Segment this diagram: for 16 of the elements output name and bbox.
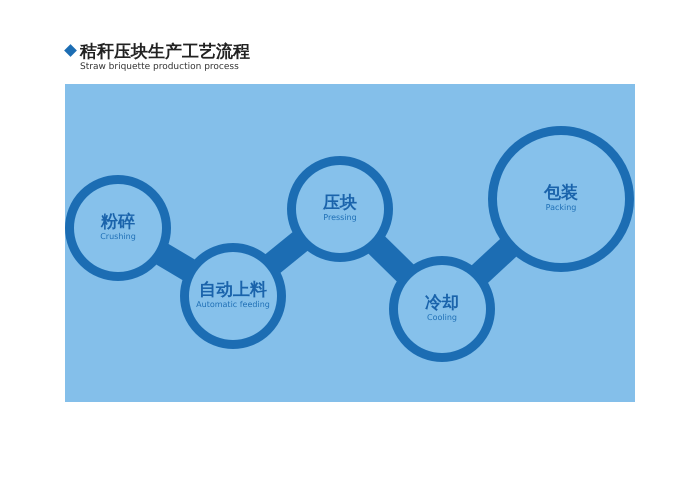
title: 秸秆压块生产工艺流程 [80, 41, 250, 62]
connector-band [156, 244, 196, 280]
step-label: 冷却 [425, 294, 459, 314]
step-english-label: Pressing [323, 213, 357, 224]
step-label: 包装 [544, 184, 578, 204]
connector-band [471, 238, 517, 284]
connector-band [368, 236, 414, 282]
step-english-label: Crushing [100, 232, 136, 243]
subtitle: Straw briquette production process [80, 62, 239, 72]
connector-band [265, 232, 308, 274]
step-english-label: Automatic feeding [196, 300, 270, 311]
step-english-label: Packing [546, 203, 576, 214]
step-label: 自动上料 [199, 281, 267, 300]
step-label: 压块 [323, 194, 357, 214]
step-english-label: Cooling [427, 313, 457, 324]
step-label: 粉碎 [101, 213, 135, 232]
